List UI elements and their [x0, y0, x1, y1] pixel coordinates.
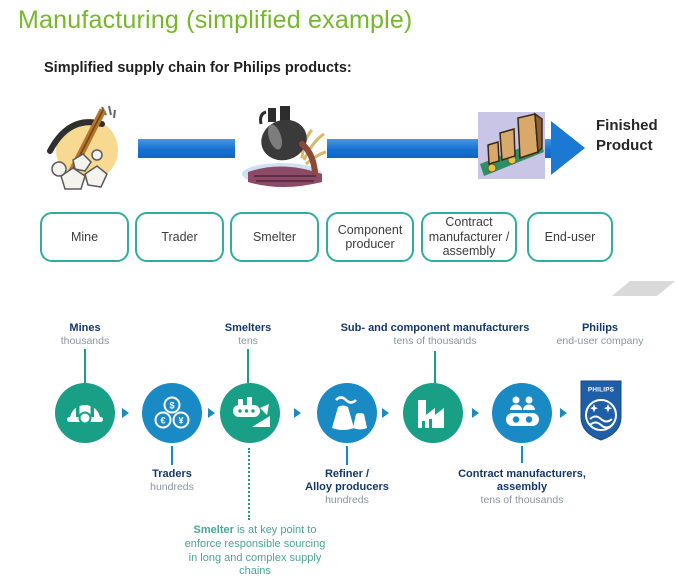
node-scale: tens of thousands	[480, 493, 564, 506]
node-circle-refiners	[317, 383, 377, 443]
node-circle-traders: $ € ¥	[142, 383, 202, 443]
node-circle-contract-manufacturers	[492, 383, 552, 443]
node-name: Philips	[581, 322, 619, 334]
svg-text:$: $	[169, 401, 174, 411]
node-label-mines: Mines thousands	[61, 322, 109, 348]
refinery-cooling-towers-icon	[332, 396, 367, 430]
philips-wordmark: PHILIPS	[588, 387, 615, 394]
node-scale: end-user company	[556, 334, 644, 347]
node-label-contract-manufacturers: Contract manufacturers, assembly tens of…	[458, 468, 586, 507]
node-label-traders: Traders hundreds	[150, 468, 194, 494]
smelting-furnace-icon	[233, 397, 270, 427]
assembly-line-workers-icon	[506, 396, 539, 426]
connector-line	[84, 349, 86, 383]
chain-arrow-icon	[294, 408, 301, 418]
philips-shield-logo: PHILIPS	[580, 380, 622, 441]
node-name: Alloy producers	[305, 480, 389, 493]
finished-line2: Product	[596, 137, 653, 155]
stage-label: End-user	[544, 229, 596, 244]
chain-arrow-icon	[560, 408, 567, 418]
finished-line1: Finished	[596, 117, 658, 134]
node-label-refiners: Refiner / Alloy producers hundreds	[305, 468, 389, 507]
stage-label: Mine	[70, 229, 99, 244]
node-circle-component-manufacturers	[403, 383, 463, 443]
hard-hat-icon	[67, 405, 103, 425]
factory-icon	[418, 400, 444, 428]
mine-pickaxe-image	[47, 105, 118, 190]
node-name: Sub- and component manufacturers	[340, 322, 530, 334]
stage-label: Contract manufacturer / assembly	[428, 215, 510, 259]
stage-box-mine: Mine	[40, 212, 129, 262]
node-scale: hundreds	[150, 480, 194, 493]
dotted-connector-line	[248, 448, 250, 520]
node-scale: tens	[238, 334, 258, 347]
flow-arrowhead	[551, 121, 585, 175]
node-name: assembly	[496, 480, 548, 493]
stage-box-component-producer: Component producer	[326, 212, 414, 262]
stage-box-contract-manufacturer: Contract manufacturer / assembly	[421, 212, 517, 262]
gray-parallelogram-decoration	[612, 281, 675, 296]
node-label-smelters: Smelters tens	[225, 322, 271, 348]
chain-arrow-icon	[472, 408, 479, 418]
node-scale: hundreds	[325, 493, 369, 506]
svg-text:¥: ¥	[178, 416, 183, 426]
node-label-sub-component-manufacturers: Sub- and component manufacturers tens of…	[341, 322, 530, 348]
chain-arrow-icon	[382, 408, 389, 418]
smelter-note-bold: Smelter	[193, 524, 234, 536]
node-circle-mines	[55, 383, 115, 443]
stage-box-trader: Trader	[135, 212, 224, 262]
smelter-pour-image	[242, 106, 327, 187]
smelter-note-text: is at key point to enforce responsible s…	[184, 524, 326, 578]
flow-bar-1	[138, 139, 235, 158]
stage-label: Component producer	[337, 222, 403, 251]
chain-arrow-icon	[208, 408, 215, 418]
node-name: Traders	[152, 468, 192, 480]
node-name: Contract manufacturers,	[458, 468, 586, 480]
page-title: Manufacturing (simplified example)	[18, 6, 413, 34]
stage-label: Trader	[161, 229, 198, 244]
node-circle-smelters	[220, 383, 280, 443]
subtitle: Simplified supply chain for Philips prod…	[44, 60, 352, 76]
stage-label: Smelter	[252, 229, 297, 244]
chain-arrow-icon	[122, 408, 129, 418]
connector-line	[434, 351, 436, 383]
svg-text:€: €	[160, 416, 165, 426]
node-name: Refiner /	[324, 468, 369, 480]
node-name: Smelters	[224, 322, 272, 334]
finished-product-label: Finished Product	[596, 116, 674, 157]
conveyor-boxes-image	[478, 112, 545, 179]
node-scale: tens of thousands	[393, 334, 477, 347]
stage-box-smelter: Smelter	[230, 212, 319, 262]
connector-line	[171, 446, 173, 465]
connector-line	[521, 446, 523, 463]
node-scale: thousands	[60, 334, 110, 347]
node-name: Mines	[69, 322, 101, 334]
connector-line	[247, 349, 249, 383]
currency-coins-icon: $ € ¥	[154, 396, 190, 429]
smelter-note: Smelter is at key point to enforce respo…	[182, 524, 328, 579]
connector-line	[346, 446, 348, 465]
stage-box-end-user: End-user	[527, 212, 613, 262]
node-label-philips: Philips end-user company	[557, 322, 644, 348]
